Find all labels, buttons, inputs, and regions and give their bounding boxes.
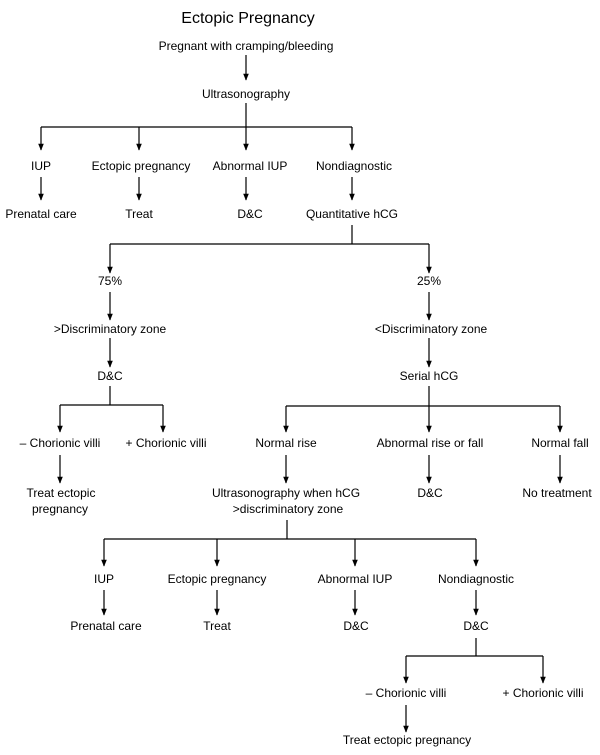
node-ultrasonography-when-hcg-line2: >discriminatory zone: [233, 502, 344, 516]
node-ultrasonography-when-hcg-line1: Ultrasonography when hCG: [212, 486, 360, 500]
node-nondiagnostic-2: Nondiagnostic: [438, 572, 514, 586]
node-prenatal-care: Prenatal care: [5, 207, 77, 221]
nodes: Pregnant with cramping/bleeding Ultrason…: [5, 39, 592, 747]
node-serial-hcg: Serial hCG: [400, 369, 459, 383]
diagram-title: Ectopic Pregnancy: [181, 10, 314, 27]
node-below-discriminatory-zone: <Discriminatory zone: [375, 322, 488, 336]
node-25-percent: 25%: [417, 274, 441, 288]
node-abnormal-iup: Abnormal IUP: [213, 159, 288, 173]
node-quantitative-hcg: Quantitative hCG: [306, 207, 398, 221]
node-nondiagnostic: Nondiagnostic: [316, 159, 392, 173]
connectors: [38, 55, 563, 733]
node-start: Pregnant with cramping/bleeding: [159, 39, 334, 53]
node-negative-chorionic-villi: – Chorionic villi: [20, 436, 101, 450]
node-iup: IUP: [31, 159, 51, 173]
node-negative-chorionic-villi-2: – Chorionic villi: [366, 686, 447, 700]
node-normal-fall: Normal fall: [531, 436, 588, 450]
node-prenatal-care-2: Prenatal care: [70, 619, 142, 633]
node-dc: D&C: [237, 207, 263, 221]
node-positive-chorionic-villi: + Chorionic villi: [125, 436, 206, 450]
node-normal-rise: Normal rise: [255, 436, 317, 450]
node-treat-ectopic-line1: Treat ectopic: [27, 486, 96, 500]
node-75-percent: 75%: [98, 274, 122, 288]
node-treat-2: Treat: [203, 619, 231, 633]
node-dc-2: D&C: [97, 369, 123, 383]
node-abnormal-iup-2: Abnormal IUP: [318, 572, 393, 586]
node-treat: Treat: [125, 207, 153, 221]
node-ultrasonography: Ultrasonography: [202, 87, 290, 101]
node-dc-5: D&C: [463, 619, 489, 633]
node-above-discriminatory-zone: >Discriminatory zone: [54, 322, 167, 336]
node-positive-chorionic-villi-2: + Chorionic villi: [502, 686, 583, 700]
node-no-treatment: No treatment: [522, 486, 592, 500]
node-iup-2: IUP: [94, 572, 114, 586]
node-dc-4: D&C: [343, 619, 369, 633]
node-ectopic-pregnancy-2: Ectopic pregnancy: [168, 572, 267, 586]
node-dc-3: D&C: [417, 486, 443, 500]
node-treat-ectopic-line2: pregnancy: [32, 502, 88, 516]
node-ectopic-pregnancy: Ectopic pregnancy: [92, 159, 191, 173]
node-treat-ectopic-pregnancy-2: Treat ectopic pregnancy: [343, 733, 471, 747]
node-abnormal-rise-or-fall: Abnormal rise or fall: [377, 436, 484, 450]
